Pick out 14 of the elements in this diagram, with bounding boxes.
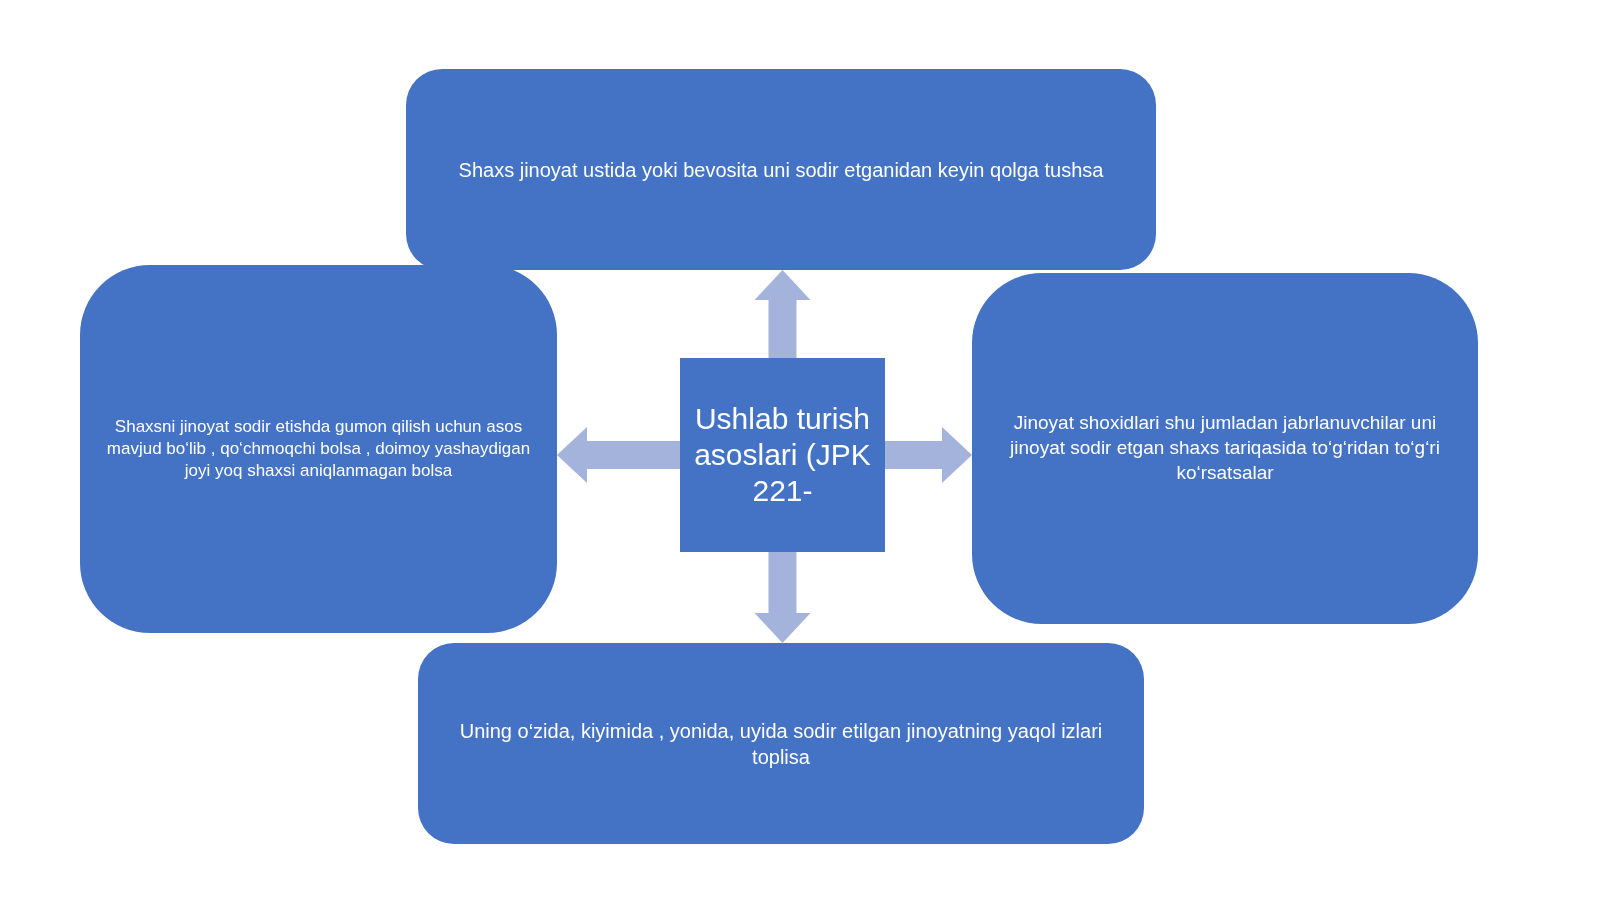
block-arrow xyxy=(885,427,972,483)
rounded-box xyxy=(972,273,1478,624)
block-arrow xyxy=(754,552,811,643)
title-text: Ushlab turish asoslari (JPK 221- xyxy=(693,401,872,509)
rounded-box xyxy=(80,265,557,633)
box-text: Shaxsni jinoyat sodir etishda gumon qilish uchun asos mavjud bo‘lib , qo‘chmoqchi bolsa , doimoy yashaydigan joyi yoq shaxsi aniqlanmagan bolsa xyxy=(105,415,532,483)
block-arrow xyxy=(557,427,680,483)
box-text: Uning o‘zida, kiyimida , yonida, uyida sodir etilgan jinoyatning yaqol izlari toplisa xyxy=(458,718,1104,770)
rounded-box xyxy=(406,69,1156,270)
rounded-box xyxy=(418,643,1144,844)
box-text: Shaxs jinoyat ustida yoki bevosita uni sodir etganidan keyin qolga tushsa xyxy=(458,157,1104,183)
block-arrow xyxy=(754,270,811,358)
title-box xyxy=(680,358,885,552)
box-text: Jinoyat shoxidlari shu jumladan jabrlanuvchilar uni jinoyat sodir etgan shaxs tariqasida to‘g‘ridan to‘g‘ri ko‘rsatsalar xyxy=(1008,411,1441,485)
